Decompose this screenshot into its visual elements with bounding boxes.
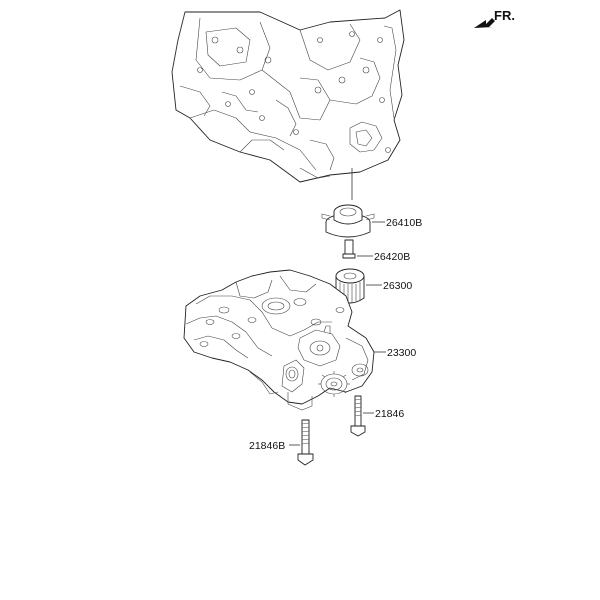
part-label-26410B: 26410B xyxy=(386,217,422,229)
engine-block xyxy=(171,9,405,183)
oil-cooler-bolt-part xyxy=(342,239,356,259)
part-label-26300: 26300 xyxy=(383,280,412,292)
front-direction-label: FR. xyxy=(494,8,515,23)
bolt-21846B-part xyxy=(297,419,314,466)
front-direction-arrow-icon xyxy=(474,18,495,28)
bolt-21846-part xyxy=(350,395,366,437)
part-label-21846B: 21846B xyxy=(249,440,285,452)
oil-cooler-part xyxy=(321,204,375,238)
front-direction-indicator: FR. xyxy=(474,8,515,28)
oil-pump-assembly xyxy=(183,269,375,411)
part-label-21846: 21846 xyxy=(375,408,404,420)
part-label-26420B: 26420B xyxy=(374,251,410,263)
part-label-23300: 23300 xyxy=(387,347,416,359)
